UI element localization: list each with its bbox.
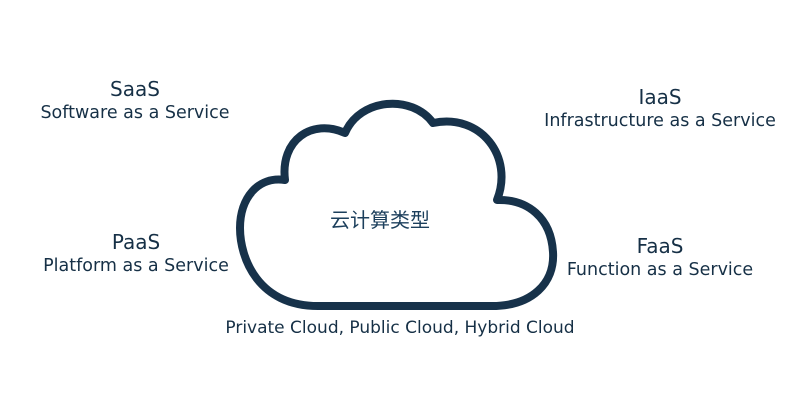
saas-full-name: Software as a Service [40, 103, 230, 123]
saas-label: SaaS Software as a Service [20, 76, 250, 124]
faas-label: FaaS Function as a Service [548, 233, 772, 281]
deployment-models: Private Cloud, Public Cloud, Hybrid Clou… [225, 318, 575, 338]
faas-abbr: FaaS [636, 234, 684, 258]
saas-abbr: SaaS [110, 77, 160, 101]
iaas-full-name: Infrastructure as a Service [544, 111, 776, 131]
iaas-label: IaaS Infrastructure as a Service [525, 84, 795, 132]
paas-label: PaaS Platform as a Service [20, 229, 252, 277]
faas-full-name: Function as a Service [566, 260, 754, 280]
cloud-outline [236, 99, 558, 310]
cloud-title: 云计算类型 [330, 208, 430, 232]
paas-full-name: Platform as a Service [43, 256, 229, 276]
paas-abbr: PaaS [111, 230, 161, 254]
iaas-abbr: IaaS [638, 85, 682, 109]
